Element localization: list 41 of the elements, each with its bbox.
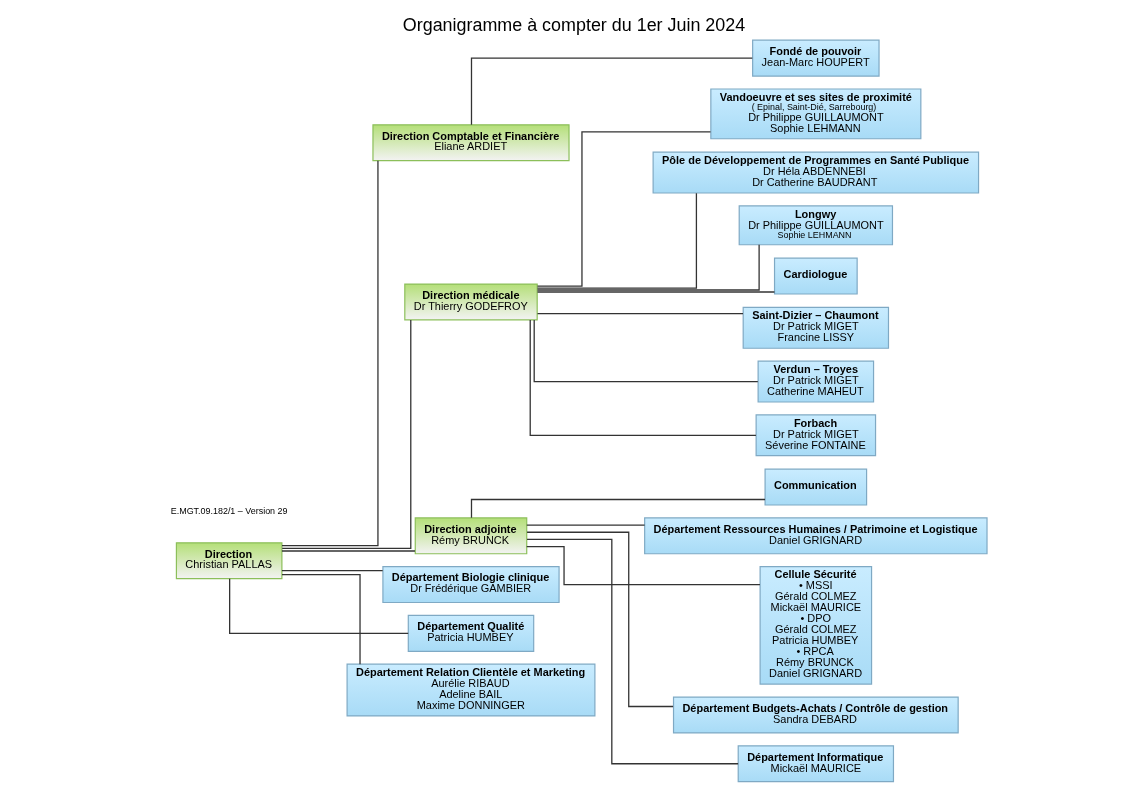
node-box: Fondé de pouvoir Jean-Marc HOUPERT [751,39,880,77]
node-box: Direction médicale Dr Thierry GODEFROY [403,283,538,321]
node-box: Communication [764,468,867,506]
connector [525,538,739,765]
connector [280,550,416,552]
node-box: Forbach Dr Patrick MIGET Séverine FONTAINE [755,414,876,457]
connector [281,319,411,549]
connector [529,319,757,436]
connector [525,524,645,526]
node-box: Département Budgets-Achats / Contrôle de gestion Sandra DEBARD [672,696,959,734]
connector [280,570,383,572]
node-box: Département Informatique Mickaël MAURICE [737,745,894,783]
node-box: Direction Comptable et Financière Eliane ARDIET [371,124,570,162]
label: E.MGT.09.182/1 – Version 29 [170,506,288,517]
node-box: Longwy Dr Philippe GUILLAUMONT Sophie LEHMANN [738,205,893,246]
node-box: Département Biologie clinique Dr Frédérique GAMBIER [381,566,560,604]
connector [533,319,758,383]
node-box: Département Relation Clientèle et Marketing Aurélie RIBAUD Adeline BAIL Maxime DONNINGER [346,663,595,717]
node-box: Pôle de Développement de Programmes en Santé Publique Dr Héla ABDENNEBI Dr Catherine BAUDRANT [652,151,979,194]
connector [470,57,753,126]
connector [470,498,766,519]
node-box: Département Qualité Patricia HUMBEY [407,614,534,652]
connector [280,160,379,547]
connector [525,531,674,708]
node-box: Cardiologue [773,257,858,295]
node-box: Direction adjointe Rémy BRUNCK [414,517,527,555]
node-box: Département Ressources Humaines / Patrimoine et Logistique Daniel GRIGNARD [643,517,988,555]
node-box: Verdun – Troyes Dr Patrick MIGET Catherine MAHEUT [757,360,874,403]
node-box: Saint-Dizier – Chaumont Dr Patrick MIGET Francine LISSY [742,306,889,349]
connector [525,545,761,586]
connector [280,574,361,665]
connector [536,291,775,293]
connector [536,131,711,287]
connector [228,578,409,634]
node-box: Cellule Sécurité • MSSI Gérald COLMEZ Mickaël MAURICE • DPO Gérald COLMEZ Patricia HUMBEY • RPCA Rémy BRUNCK Daniel GRIGNARD [759,566,872,685]
connector [536,244,760,291]
connector [536,313,744,315]
node-box: Vandoeuvre et ses sites de proximité ( Epinal, Saint-Dié, Sarrebourg) Dr Philippe GUILLAUMONT Sophie LEHMANN [709,88,921,140]
diagram-title: Organigramme à compter du 1er Juin 2024 [402,14,745,35]
node-box: Direction Christian PALLAS [175,542,282,580]
connector [536,192,697,289]
